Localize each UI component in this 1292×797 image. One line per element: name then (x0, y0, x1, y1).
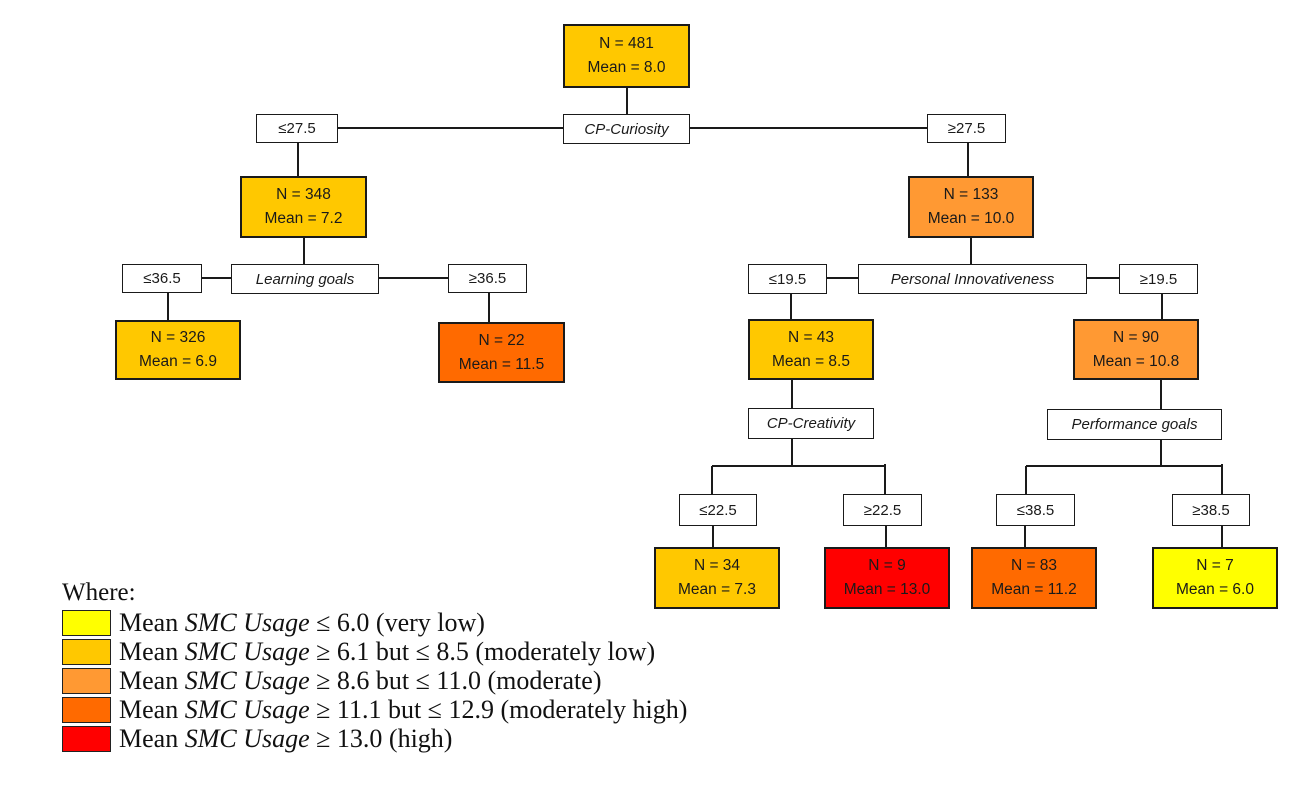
legend-rule: ≥ 6.1 but ≤ 8.5 (moderately low) (309, 636, 656, 666)
split-threshold-right: ≥36.5 (448, 264, 527, 293)
legend-swatch (62, 609, 111, 636)
legend-title: Where: (62, 579, 136, 606)
split-variable-cp-curiosity: CP-Curiosity (563, 114, 690, 144)
split-threshold-right: ≥27.5 (927, 114, 1006, 143)
split-variable-learning-goals: Learning goals (231, 264, 379, 294)
legend-item: Mean SMC Usage ≥ 13.0 (high) (62, 724, 687, 753)
node-n: N = 7 (1196, 557, 1234, 574)
node-n90: N = 90 Mean = 10.8 (1073, 319, 1199, 380)
legend-swatch (62, 667, 111, 694)
node-mean: Mean = 10.0 (927, 210, 1015, 227)
node-mean: Mean = 11.5 (458, 355, 545, 373)
split-threshold-left: ≤36.5 (122, 264, 202, 293)
legend: Where: Mean SMC Usage ≤ 6.0 (very low) M… (62, 578, 687, 753)
legend-swatch (62, 696, 111, 723)
legend-swatch (62, 725, 111, 752)
legend-swatch (62, 638, 111, 665)
split-threshold-right: ≥22.5 (843, 494, 922, 526)
legend-item: Mean SMC Usage ≥ 11.1 but ≤ 12.9 (modera… (62, 695, 687, 724)
legend-variable: SMC Usage (184, 723, 310, 753)
legend-item: Mean SMC Usage ≥ 8.6 but ≤ 11.0 (moderat… (62, 666, 687, 695)
node-n133: N = 133 Mean = 10.0 (908, 176, 1034, 238)
split-variable-cp-creativity: CP-Creativity (748, 408, 874, 439)
legend-prefix: Mean (119, 665, 179, 695)
split-threshold-left: ≤27.5 (256, 114, 338, 143)
node-n43: N = 43 Mean = 8.5 (748, 319, 874, 380)
node-n: N = 326 (150, 329, 206, 346)
legend-prefix: Mean (119, 636, 179, 666)
legend-prefix: Mean (119, 607, 179, 637)
legend-item: Mean SMC Usage ≥ 6.1 but ≤ 8.5 (moderate… (62, 637, 687, 666)
split-threshold-left: ≤19.5 (748, 264, 827, 294)
node-n: N = 34 (693, 557, 741, 574)
node-n326: N = 326 Mean = 6.9 (115, 320, 241, 380)
legend-prefix: Mean (119, 723, 179, 753)
node-n: N = 90 (1112, 328, 1160, 346)
split-threshold-right: ≥38.5 (1172, 494, 1250, 526)
node-mean: Mean = 11.2 (991, 581, 1077, 598)
node-n7: N = 7 Mean = 6.0 (1152, 547, 1278, 609)
legend-rule: ≥ 8.6 but ≤ 11.0 (moderate) (309, 665, 602, 695)
legend-prefix: Mean (119, 694, 179, 724)
legend-rule: ≤ 6.0 (very low) (309, 607, 485, 637)
node-mean: Mean = 8.0 (587, 59, 666, 76)
node-mean: Mean = 10.8 (1092, 352, 1180, 370)
legend-variable: SMC Usage (184, 694, 310, 724)
node-n22: N = 22 Mean = 11.5 (438, 322, 565, 383)
node-mean: Mean = 7.2 (264, 210, 343, 227)
node-n: N = 83 (1010, 557, 1058, 574)
node-n: N = 133 (943, 186, 999, 203)
split-variable-personal-innovativeness: Personal Innovativeness (858, 264, 1087, 294)
node-n: N = 22 (478, 331, 525, 349)
legend-variable: SMC Usage (184, 607, 310, 637)
legend-variable: SMC Usage (184, 665, 310, 695)
node-n348: N = 348 Mean = 7.2 (240, 176, 367, 238)
node-n: N = 481 (599, 35, 654, 52)
legend-variable: SMC Usage (184, 636, 310, 666)
node-root: N = 481 Mean = 8.0 (563, 24, 690, 88)
node-n: N = 43 (787, 328, 835, 346)
split-threshold-left: ≤22.5 (679, 494, 757, 526)
node-n83: N = 83 Mean = 11.2 (971, 547, 1097, 609)
split-threshold-right: ≥19.5 (1119, 264, 1198, 294)
node-mean: Mean = 8.5 (772, 352, 850, 370)
node-n34: N = 34 Mean = 7.3 (654, 547, 780, 609)
node-mean: Mean = 7.3 (678, 581, 756, 598)
node-mean: Mean = 6.0 (1176, 581, 1254, 598)
node-n: N = 348 (276, 186, 331, 203)
split-threshold-left: ≤38.5 (996, 494, 1075, 526)
legend-rule: ≥ 11.1 but ≤ 12.9 (moderately high) (309, 694, 688, 724)
node-mean: Mean = 13.0 (843, 581, 931, 598)
node-n9: N = 9 Mean = 13.0 (824, 547, 950, 609)
legend-item: Mean SMC Usage ≤ 6.0 (very low) (62, 608, 687, 637)
legend-rule: ≥ 13.0 (high) (309, 723, 453, 753)
node-mean: Mean = 6.9 (139, 353, 217, 370)
node-n: N = 9 (868, 557, 906, 574)
split-variable-performance-goals: Performance goals (1047, 409, 1222, 440)
